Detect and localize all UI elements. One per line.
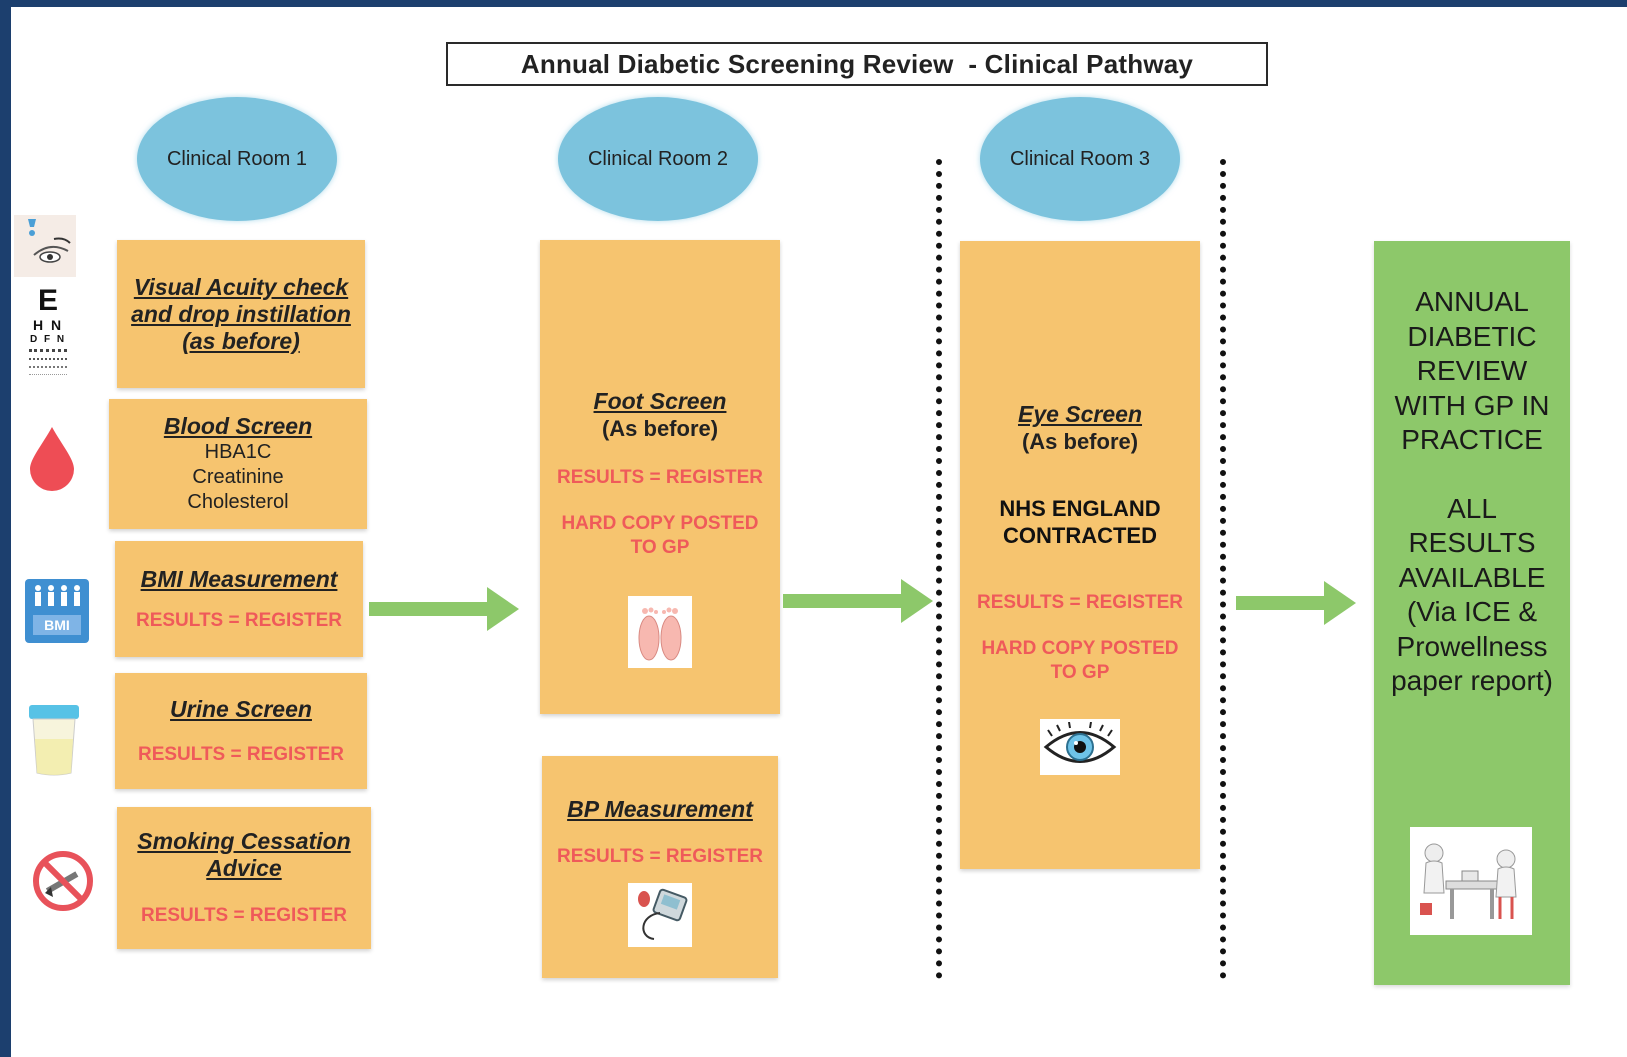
gp-line-11: Prowellness: [1396, 630, 1548, 662]
gp-line-1: ANNUAL: [1415, 286, 1529, 317]
room-2-oval: Clinical Room 2: [558, 97, 758, 221]
gp-line-4: WITH GP IN: [1394, 389, 1550, 421]
eye-chart-row-3: D F N: [29, 334, 67, 345]
bp-result: RESULTS = REGISTER: [556, 846, 764, 867]
gp-line-3: REVIEW: [1416, 355, 1528, 386]
eye-icon: [1040, 719, 1120, 775]
room-3-label: Clinical Room 3: [1009, 147, 1151, 170]
visual-acuity-line1: Visual Acuity check: [133, 273, 349, 300]
blood-test-hba1c: HBA1C: [204, 441, 272, 463]
urine-screen-heading: Urine Screen: [170, 695, 312, 722]
smoking-line2: Advice: [206, 855, 282, 881]
blood-test-creatinine: Creatinine: [192, 466, 284, 488]
nhs-contract-line1: NHS ENGLAND: [999, 496, 1161, 521]
foot-posted-line1: HARD COPY POSTED: [561, 513, 759, 534]
gp-line-7: ALL: [1447, 492, 1497, 524]
dotted-separator-left: [936, 159, 942, 979]
gp-line-8: RESULTS: [1408, 527, 1536, 558]
gp-line-6: [1374, 458, 1570, 492]
eye-posted-line1: HARD COPY POSTED: [981, 638, 1179, 659]
bmi-icon-label: BMI: [33, 615, 81, 635]
blood-test-cholesterol: Cholesterol: [187, 491, 289, 513]
dotted-separator-right: [1220, 159, 1226, 979]
foot-result: RESULTS = REGISTER: [556, 467, 764, 488]
arrow-right-icon: [1236, 581, 1356, 625]
blood-screen-box: Blood Screen HBA1C Creatinine Cholestero…: [109, 399, 367, 529]
bmi-result: RESULTS = REGISTER: [135, 609, 343, 631]
eye-chart-icon: E H N D F N: [23, 285, 73, 389]
bp-box: BP Measurement RESULTS = REGISTER: [542, 756, 778, 978]
eye-screen-heading: Eye Screen: [1017, 401, 1143, 427]
gp-line-10: (Via ICE &: [1406, 596, 1538, 627]
eye-result: RESULTS = REGISTER: [976, 592, 1184, 613]
eye-posted-line2: TO GP: [1050, 662, 1110, 683]
gp-review-column: ANNUAL DIABETIC REVIEW WITH GP IN PRACTI…: [1374, 241, 1570, 985]
pathway-slide: Annual Diabetic Screening Review - Clini…: [11, 7, 1627, 1057]
feet-icon: [628, 596, 692, 668]
blood-drop-icon: [30, 427, 74, 491]
arrow-right-icon: [783, 579, 933, 623]
gp-review-text: ANNUAL DIABETIC REVIEW WITH GP IN PRACTI…: [1374, 285, 1570, 699]
eye-drop-icon: [14, 215, 76, 277]
foot-screen-heading: Foot Screen: [593, 388, 727, 414]
visual-acuity-box: Visual Acuity check and drop instillatio…: [117, 240, 365, 388]
gp-line-5: PRACTICE: [1401, 424, 1543, 455]
nhs-contract-line2: CONTRACTED: [1003, 523, 1157, 548]
bmi-box: BMI Measurement RESULTS = REGISTER: [115, 541, 363, 657]
bmi-icon: BMI: [25, 579, 89, 643]
blood-screen-heading: Blood Screen: [163, 413, 313, 439]
room-1-label: Clinical Room 1: [166, 147, 308, 170]
eye-chart-row-2: H N: [32, 317, 64, 333]
room-2-label: Clinical Room 2: [587, 147, 729, 170]
bp-monitor-icon: [628, 883, 692, 947]
smoking-result: RESULTS = REGISTER: [140, 905, 348, 926]
foot-screen-box: Foot Screen (As before) RESULTS = REGIST…: [540, 240, 780, 714]
no-smoking-icon: [33, 851, 93, 911]
visual-acuity-line2: and drop instillation: [131, 300, 351, 327]
arrow-right-icon: [369, 587, 519, 631]
gp-line-12: paper report): [1391, 665, 1553, 696]
urine-sample-icon: [29, 705, 79, 776]
bmi-heading: BMI Measurement: [140, 565, 338, 592]
urine-result: RESULTS = REGISTER: [137, 743, 345, 765]
eye-chart-letter: E: [37, 284, 58, 317]
smoking-box: Smoking Cessation Advice RESULTS = REGIS…: [117, 807, 371, 949]
gp-line-2: DIABETIC: [1407, 320, 1537, 352]
eye-screen-box: Eye Screen (As before) NHS ENGLAND CONTR…: [960, 241, 1200, 869]
bp-heading: BP Measurement: [567, 796, 753, 822]
foot-posted-line2: TO GP: [630, 537, 690, 558]
room-3-oval: Clinical Room 3: [980, 97, 1180, 221]
page-title: Annual Diabetic Screening Review - Clini…: [446, 42, 1268, 86]
smoking-line1: Smoking Cessation: [137, 828, 351, 854]
room-1-oval: Clinical Room 1: [137, 97, 337, 221]
foot-screen-sub: (As before): [601, 416, 719, 441]
visual-acuity-line3: (as before): [182, 327, 300, 354]
urine-screen-box: Urine Screen RESULTS = REGISTER: [115, 673, 367, 789]
gp-line-9: AVAILABLE: [1398, 561, 1546, 593]
eye-screen-sub: (As before): [1021, 429, 1139, 454]
gp-consultation-icon: [1410, 827, 1532, 935]
